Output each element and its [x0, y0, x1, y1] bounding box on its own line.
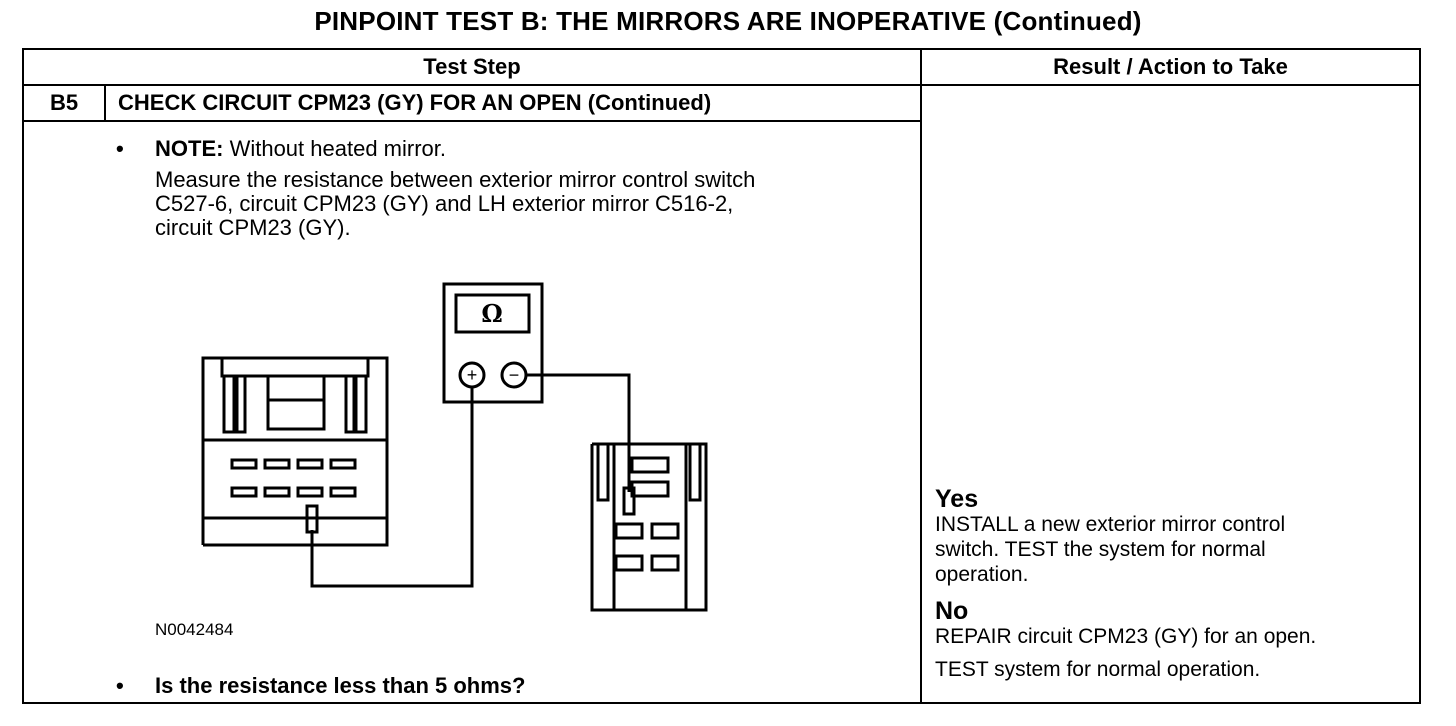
probe-tip-c527	[305, 504, 319, 534]
probe-tip-c516	[622, 486, 636, 516]
step-id: B5	[49, 90, 79, 115]
yes-label: Yes	[935, 485, 979, 513]
no-line: TEST system for normal operation.	[935, 658, 1261, 681]
note-line: NOTE: Without heated mirror.	[155, 136, 446, 162]
result-yes: Yes INSTALL a new exterior mirror contro…	[935, 486, 1415, 587]
measure-instruction: Measure the resistance between exterior …	[155, 168, 875, 240]
yes-line: switch. TEST the system for normal	[935, 538, 1266, 561]
header-result-action: Result / Action to Take	[1053, 54, 1288, 79]
yes-line: INSTALL a new exterior mirror control	[935, 513, 1286, 536]
measure-line: C527-6, circuit CPM23 (GY) and LH exteri…	[155, 191, 734, 216]
no-line: REPAIR circuit CPM23 (GY) for an open.	[935, 625, 1317, 648]
measure-line: circuit CPM23 (GY).	[155, 215, 351, 240]
positive-lead	[310, 387, 474, 588]
step-row-divider	[22, 120, 921, 122]
ohmmeter-connector-diagram: Ω + −	[201, 282, 708, 612]
plus-label: +	[467, 365, 478, 385]
mirror-connector-c516	[590, 442, 708, 612]
note-text: Without heated mirror.	[223, 136, 446, 161]
no-label: No	[935, 597, 969, 625]
minus-label: −	[509, 365, 520, 385]
bullet-note: •	[116, 136, 124, 161]
ohmmeter-display	[454, 293, 531, 334]
step-title: CHECK CIRCUIT CPM23 (GY) FOR AN OPEN (Co…	[118, 90, 712, 115]
figure-id: N0042484	[155, 620, 234, 639]
switch-connector-c527	[201, 356, 389, 547]
bullet-question: •	[116, 673, 124, 698]
note-label: NOTE:	[155, 136, 224, 161]
measure-line: Measure the resistance between exterior …	[155, 167, 756, 192]
page-title: PINPOINT TEST B: THE MIRRORS ARE INOPERA…	[314, 6, 1142, 36]
column-divider	[920, 48, 922, 704]
step-question: Is the resistance less than 5 ohms?	[155, 673, 526, 698]
negative-lead	[526, 373, 631, 492]
header-row-divider	[22, 84, 1421, 86]
ohmmeter-body	[442, 282, 544, 404]
yes-line: operation.	[935, 563, 1029, 586]
ohm-symbol: Ω	[481, 299, 502, 328]
result-no: No REPAIR circuit CPM23 (GY) for an open…	[935, 598, 1415, 682]
header-test-step: Test Step	[423, 54, 521, 79]
pinpoint-table	[22, 48, 1421, 704]
step-id-divider	[104, 84, 106, 121]
